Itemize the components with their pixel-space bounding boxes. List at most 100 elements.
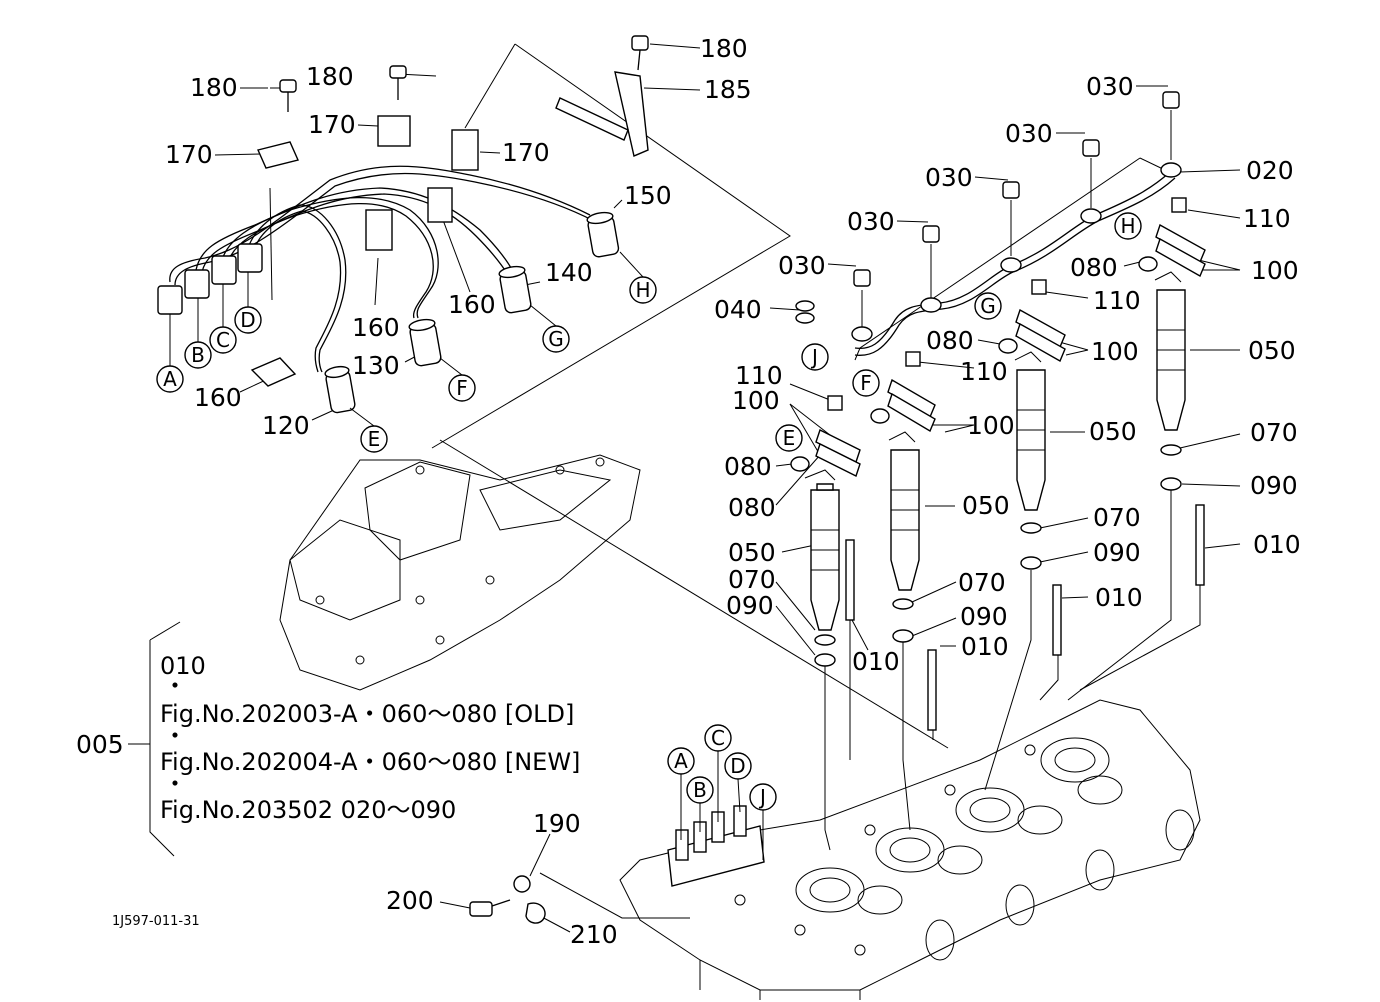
label-100: 100 (1251, 256, 1299, 285)
callout-circles: A B C D E F G H J H G F E A B C D J (156, 212, 1142, 860)
callout-j-head: J (749, 783, 777, 811)
injection-pipes (169, 165, 595, 373)
figure-caption: 1J597-011-31 (112, 914, 200, 929)
label-190: 190 (533, 809, 581, 838)
label-110: 110 (1243, 204, 1291, 233)
label-050: 050 (1248, 336, 1296, 365)
svg-text:J: J (758, 785, 766, 809)
label-030: 030 (925, 163, 973, 192)
small-fittings (469, 875, 546, 924)
svg-text:G: G (548, 327, 564, 351)
label-080: 080 (724, 452, 772, 481)
label-090: 090 (1093, 538, 1141, 567)
svg-text:D: D (730, 754, 745, 778)
label-100: 100 (967, 411, 1015, 440)
callout-b-head: B (686, 776, 714, 804)
svg-text:B: B (191, 343, 205, 367)
callout-e-injector: E (775, 424, 803, 452)
svg-text:B: B (693, 778, 707, 802)
callout-a-head: A (667, 747, 695, 775)
label-050: 050 (728, 538, 776, 567)
callout-j-return: J (801, 343, 829, 371)
label-050: 050 (962, 491, 1010, 520)
callout-a-pipe: A (156, 365, 184, 393)
svg-text:F: F (456, 376, 468, 400)
label-005: 005 (76, 730, 124, 759)
callout-c-pipe: C (209, 326, 237, 354)
injectors (790, 197, 1206, 731)
svg-text:F: F (860, 371, 872, 395)
note-line-2: Fig.No.202003-A・060～080 [OLD] (160, 700, 574, 728)
label-050: 050 (1089, 417, 1137, 446)
label-010: 010 (852, 647, 900, 676)
label-010: 010 (1253, 530, 1301, 559)
label-140: 140 (545, 258, 593, 287)
callout-d-pipe: D (234, 306, 262, 334)
svg-text:・: ・ (163, 722, 187, 750)
label-070: 070 (728, 565, 776, 594)
svg-text:G: G (980, 294, 996, 318)
svg-text:・: ・ (163, 672, 187, 700)
label-080: 080 (728, 493, 776, 522)
svg-text:H: H (635, 278, 650, 302)
note-line-1: 010 (160, 652, 206, 680)
label-080: 080 (1070, 253, 1118, 282)
note-line-4: Fig.No.203502 020～090 (160, 796, 456, 824)
label-160: 160 (194, 383, 242, 412)
svg-text:C: C (216, 328, 230, 352)
label-110: 110 (735, 361, 783, 390)
label-090: 090 (960, 602, 1008, 631)
label-100: 100 (732, 386, 780, 415)
label-080: 080 (926, 326, 974, 355)
label-020: 020 (1246, 156, 1294, 185)
label-070: 070 (1250, 418, 1298, 447)
callout-h-injector: H (1114, 212, 1142, 240)
svg-text:D: D (240, 308, 255, 332)
pipe-clamps (250, 35, 649, 387)
label-160: 160 (448, 290, 496, 319)
callout-f-injector: F (852, 369, 880, 397)
svg-text:A: A (163, 367, 177, 391)
label-030: 030 (778, 251, 826, 280)
label-185: 185 (704, 75, 752, 104)
callout-g-hose: G (542, 325, 570, 353)
label-070: 070 (1093, 503, 1141, 532)
label-180: 180 (306, 62, 354, 91)
svg-text:H: H (1120, 214, 1135, 238)
callout-h-hose: H (629, 276, 657, 304)
cylinder-head (619, 699, 1201, 1000)
part-labels: 180 180 180 185 170 170 170 150 140 130 … (76, 34, 1301, 949)
callout-g-injector: G (974, 292, 1002, 320)
label-180: 180 (700, 34, 748, 63)
svg-text:E: E (783, 426, 796, 450)
hose-sleeves (324, 211, 620, 414)
label-180: 180 (190, 73, 238, 102)
callout-b-pipe: B (184, 341, 212, 369)
label-010: 010 (1095, 583, 1143, 612)
label-170: 170 (165, 140, 213, 169)
return-pipe (795, 91, 1182, 356)
intake-manifold (279, 454, 641, 691)
label-200: 200 (386, 886, 434, 915)
label-150: 150 (624, 181, 672, 210)
callout-c-head: C (704, 724, 732, 752)
callout-e-hose: E (360, 425, 388, 453)
label-210: 210 (570, 920, 618, 949)
label-090: 090 (1250, 471, 1298, 500)
pipe-fittings (157, 243, 263, 315)
label-110: 110 (960, 357, 1008, 386)
label-100: 100 (1091, 337, 1139, 366)
svg-text:J: J (810, 345, 818, 369)
label-010: 010 (961, 632, 1009, 661)
callout-d-head: D (724, 752, 752, 780)
label-110: 110 (1093, 286, 1141, 315)
label-030: 030 (847, 207, 895, 236)
svg-text:E: E (368, 427, 381, 451)
label-160: 160 (352, 313, 400, 342)
label-030: 030 (1086, 72, 1134, 101)
label-040: 040 (714, 295, 762, 324)
label-070: 070 (958, 568, 1006, 597)
callout-f-hose: F (448, 374, 476, 402)
label-090: 090 (726, 591, 774, 620)
leader-lines (128, 43, 1241, 933)
